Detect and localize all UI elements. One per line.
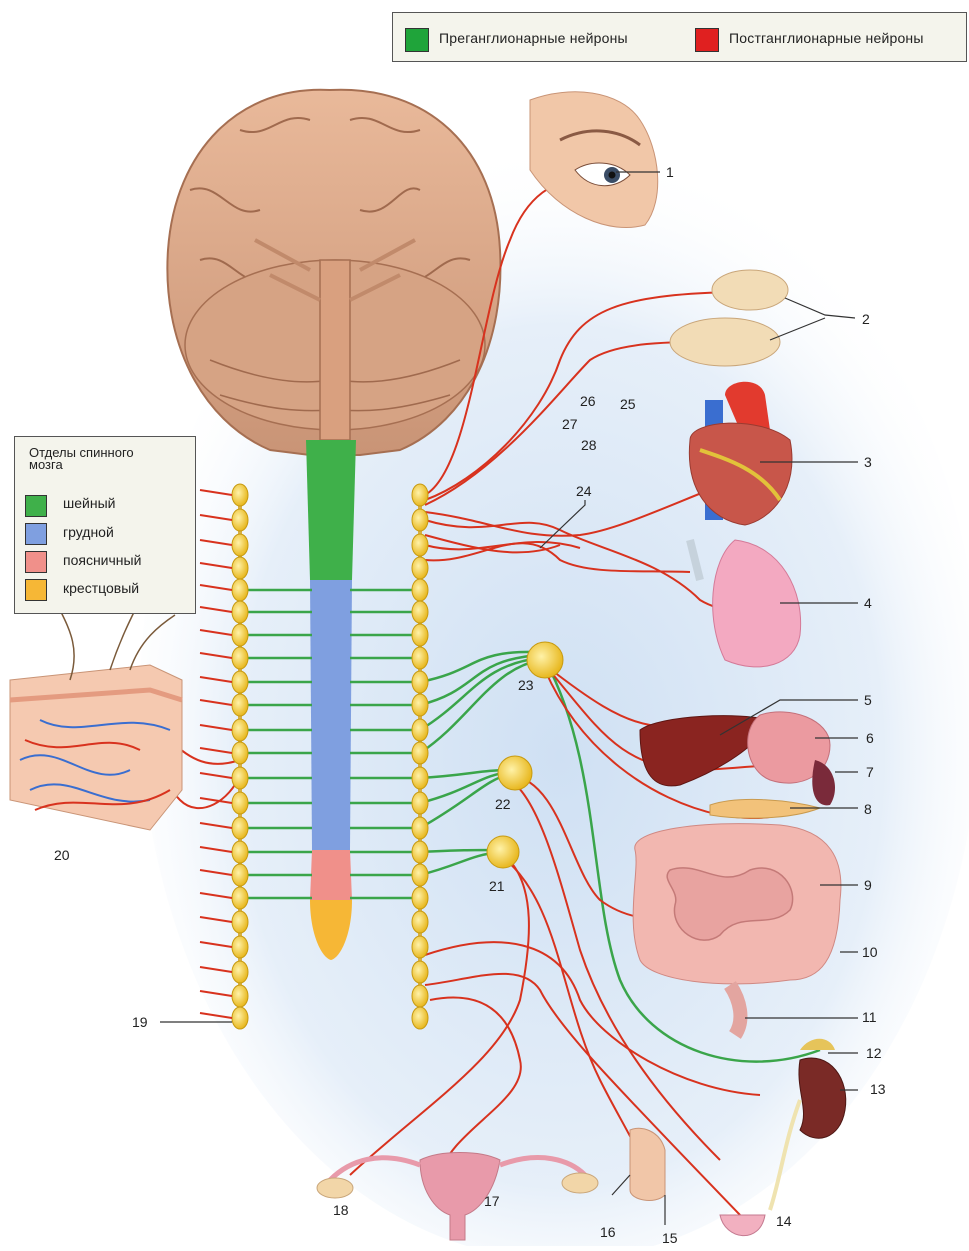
sympathetic-trunk-right: [412, 484, 428, 1029]
neuron-type-legend: Преганглионарные нейроны Постганглионарн…: [392, 12, 967, 62]
label-16: 16: [600, 1224, 616, 1240]
label-25: 25: [620, 396, 636, 412]
label-12: 12: [866, 1045, 882, 1061]
label-10: 10: [862, 944, 878, 960]
spinal-segments-legend: Отделы спинного мозга шейный грудной поя…: [14, 436, 196, 614]
label-2: 2: [862, 311, 870, 327]
label-17: 17: [484, 1193, 500, 1209]
label-4: 4: [864, 595, 872, 611]
label-1: 1: [666, 164, 674, 180]
preganglionic-label: Преганглионарные нейроны: [439, 30, 628, 46]
bladder: [720, 1215, 765, 1236]
label-3: 3: [864, 454, 872, 470]
postganglionic-swatch: [695, 28, 719, 52]
label-27: 27: [562, 416, 578, 432]
label-9: 9: [864, 877, 872, 893]
male-genitalia: [630, 1128, 665, 1200]
sacral-swatch: [25, 579, 47, 601]
label-14: 14: [776, 1213, 792, 1229]
lumbar-swatch: [25, 551, 47, 573]
brain: [167, 90, 500, 455]
cervical-swatch: [25, 495, 47, 517]
label-8: 8: [864, 801, 872, 817]
label-11: 11: [862, 1009, 877, 1025]
label-23: 23: [518, 677, 534, 693]
label-18: 18: [333, 1202, 349, 1218]
label-26: 26: [580, 393, 596, 409]
label-19: 19: [132, 1014, 148, 1030]
sacral-label: крестцовый: [63, 580, 139, 596]
preganglionic-swatch: [405, 28, 429, 52]
thoracic-label: грудной: [63, 524, 114, 540]
label-28: 28: [581, 437, 597, 453]
spinal-legend-title: Отделы спинного мозга: [29, 447, 149, 471]
lumbar-label: поясничный: [63, 552, 141, 568]
label-6: 6: [866, 730, 874, 746]
thoracic-swatch: [25, 523, 47, 545]
label-21: 21: [489, 878, 505, 894]
postganglionic-label: Постганглионарные нейроны: [729, 30, 924, 46]
label-5: 5: [864, 692, 872, 708]
label-22: 22: [495, 796, 511, 812]
label-7: 7: [866, 764, 874, 780]
spinal-cord: [306, 440, 356, 960]
label-24: 24: [576, 483, 592, 499]
label-13: 13: [870, 1081, 886, 1097]
cervical-label: шейный: [63, 495, 115, 511]
label-15: 15: [662, 1230, 678, 1246]
label-20: 20: [54, 847, 70, 863]
